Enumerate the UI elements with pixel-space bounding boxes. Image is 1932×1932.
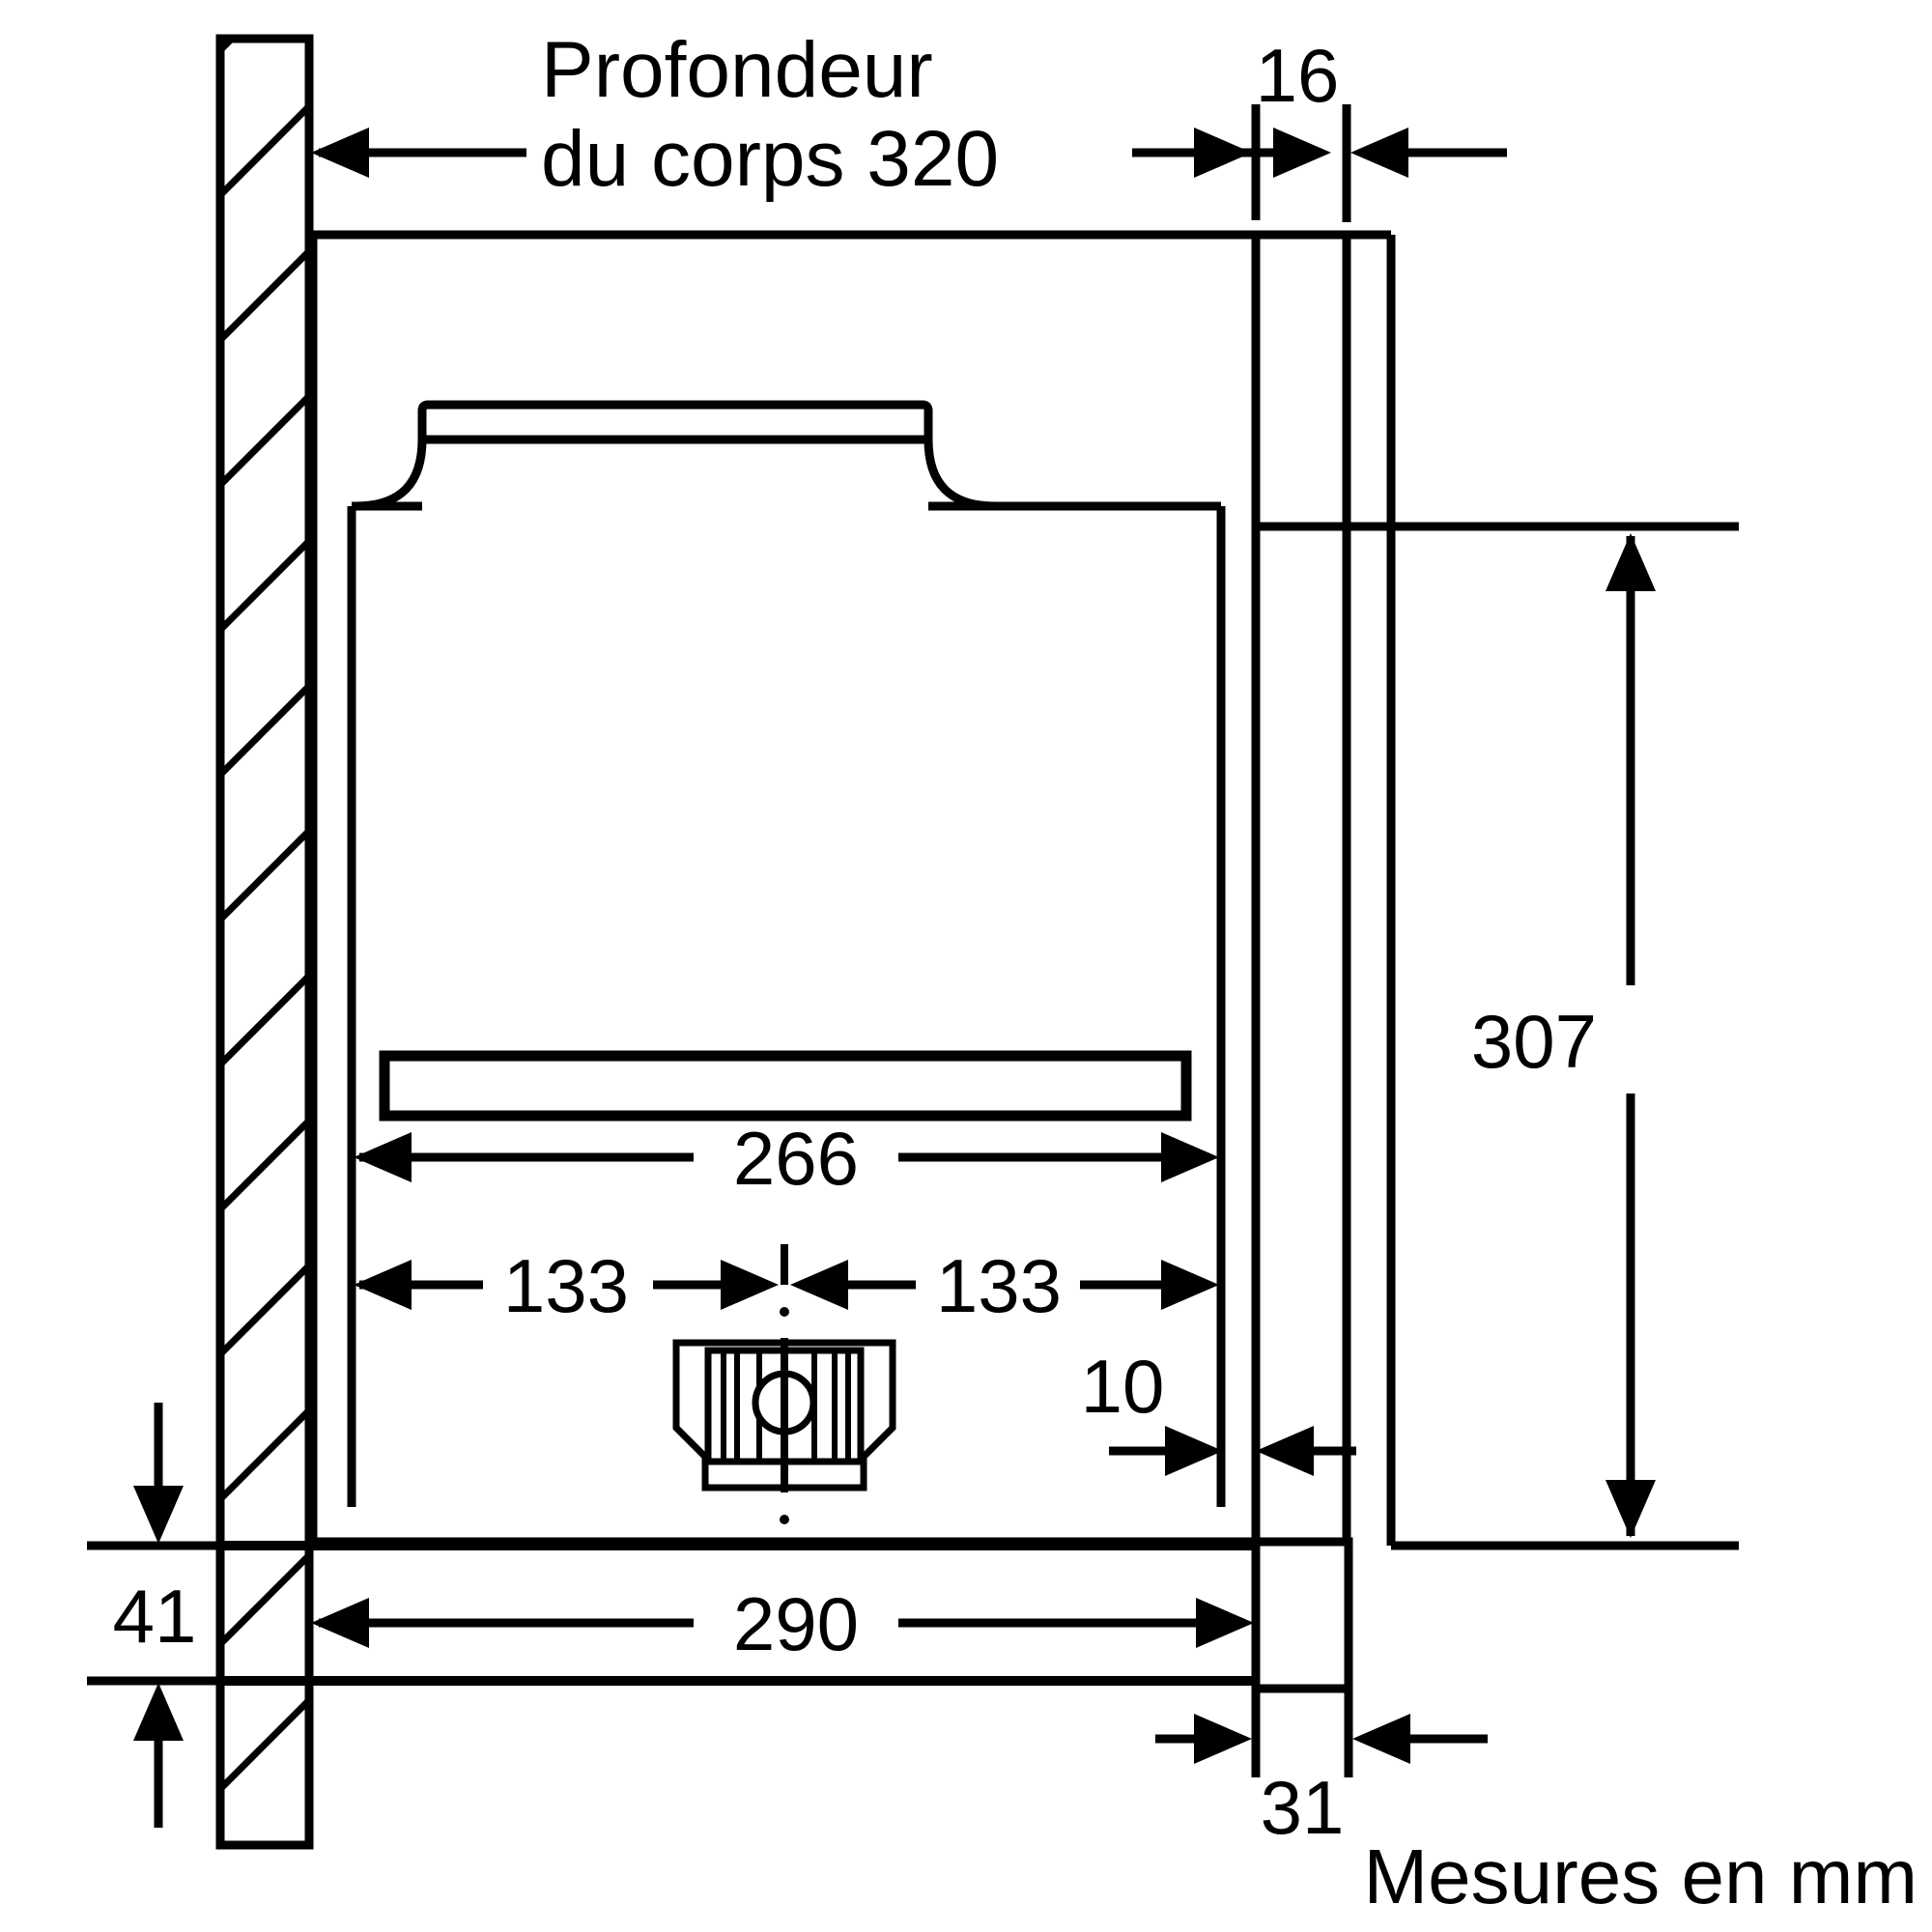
units-note: Mesures en mm — [1364, 1833, 1918, 1919]
dimension-label-133-left: 133 — [503, 1243, 629, 1328]
filter-slot — [379, 1050, 1192, 1122]
dimension-label-266: 266 — [733, 1116, 859, 1201]
appliance-body — [347, 501, 1226, 1507]
dimension-label-depth-line1: Profondeur — [541, 26, 933, 114]
dimension-height-307: 307 — [1256, 522, 1739, 1550]
dimension-label-133-right: 133 — [936, 1243, 1062, 1328]
dimension-panel-thickness-16: 16 — [1132, 33, 1507, 220]
center-axis-line — [780, 1244, 789, 1524]
dimension-label-depth-line2: du corps 320 — [541, 115, 999, 203]
dimension-label-16: 16 — [1256, 33, 1340, 118]
dimension-width-266: 266 — [354, 1116, 1219, 1201]
dimension-label-31: 31 — [1261, 1765, 1345, 1850]
dimension-label-290: 290 — [733, 1581, 859, 1666]
dimension-label-41: 41 — [113, 1574, 197, 1659]
dimension-half-widths-133: 133 133 — [354, 1243, 1219, 1328]
wall-hatching — [224, 43, 305, 1790]
foot-bracket — [1251, 1537, 1353, 1693]
dimension-label-307: 307 — [1471, 999, 1597, 1084]
dimension-clearance-10: 10 — [1081, 1344, 1356, 1513]
duct-collar — [355, 400, 996, 511]
dimension-body-depth-320: Profondeur du corps 320 — [311, 26, 1351, 222]
dimension-foot-31: 31 — [1155, 1692, 1488, 1850]
dimension-label-10: 10 — [1081, 1344, 1165, 1429]
dimension-base-290: 290 — [311, 1581, 1254, 1666]
dimension-plinth-41: 41 — [87, 1403, 319, 1828]
